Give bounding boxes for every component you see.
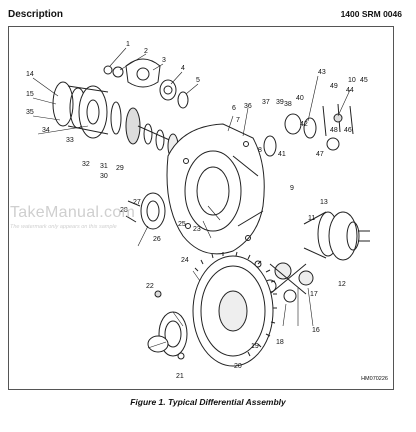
callout-36: 36	[244, 103, 252, 110]
callout-25: 25	[178, 221, 186, 228]
callout-30: 30	[100, 173, 108, 180]
section-title: Description	[8, 9, 64, 20]
drawing-code: HM070226	[361, 376, 388, 382]
differential-assembly-drawing: 1 2 3 4 5 6 7 8 9 10 11 12 13 14 15 16 1…	[26, 41, 370, 380]
callout-29: 29	[116, 165, 124, 172]
callout-14: 14	[26, 71, 34, 78]
callout-41: 41	[278, 151, 286, 158]
callout-1: 1	[126, 41, 130, 48]
callout-42: 42	[300, 121, 308, 128]
callout-39: 39	[276, 99, 284, 106]
bearing-retainer-parts	[103, 58, 189, 109]
callout-3: 3	[162, 57, 166, 64]
callout-12: 12	[338, 281, 346, 288]
callout-16: 16	[312, 327, 320, 334]
callout-26: 26	[153, 236, 161, 243]
callout-21: 21	[176, 373, 184, 380]
carrier-housing	[166, 123, 265, 255]
watermark-text: TakeManual.com	[10, 204, 136, 221]
callout-5: 5	[196, 77, 200, 84]
callout-18: 18	[276, 339, 284, 346]
callout-31: 31	[100, 163, 108, 170]
callout-10: 10	[348, 77, 356, 84]
callout-40: 40	[296, 95, 304, 102]
callout-49: 49	[330, 83, 338, 90]
watermark-note: The watermark only appears on this sampl…	[10, 224, 117, 230]
callout-27: 27	[133, 199, 141, 206]
callout-11: 11	[308, 215, 315, 222]
leader-lines	[32, 47, 351, 349]
callout-33: 33	[66, 137, 74, 144]
callout-32: 32	[82, 161, 90, 168]
callout-47: 47	[316, 151, 324, 158]
callout-37: 37	[262, 99, 270, 106]
callout-28: 28	[120, 207, 128, 214]
callout-22: 22	[146, 283, 154, 290]
callout-labels: 1 2 3 4 5 6 7 8 9 10 11 12 13 14 15 16 1…	[26, 41, 368, 380]
callout-2: 2	[144, 48, 148, 55]
callout-15: 15	[26, 91, 34, 98]
callout-17: 17	[310, 291, 318, 298]
callout-9: 9	[290, 185, 294, 192]
callout-34: 34	[42, 127, 50, 134]
callout-35: 35	[26, 109, 34, 116]
callout-46: 46	[344, 127, 352, 134]
differential-case-right	[303, 211, 370, 261]
adjuster-ring	[125, 192, 166, 230]
callout-48: 48	[330, 127, 338, 134]
callout-8: 8	[258, 147, 262, 154]
callout-20: 20	[234, 363, 242, 370]
callout-44: 44	[346, 87, 354, 94]
callout-7: 7	[236, 117, 240, 124]
ring-gear	[192, 251, 277, 367]
spider-gear-cluster	[254, 260, 314, 303]
callout-38: 38	[284, 101, 292, 108]
callout-6: 6	[232, 105, 236, 112]
figure-caption: Figure 1. Typical Differential Assembly	[130, 397, 286, 407]
upper-right-hardware	[263, 103, 354, 157]
callout-45: 45	[360, 77, 368, 84]
differential-case-left	[147, 290, 188, 360]
callout-4: 4	[181, 65, 185, 72]
callout-23: 23	[193, 226, 201, 233]
callout-19: 19	[251, 343, 259, 350]
callout-13: 13	[320, 199, 328, 206]
document-reference: 1400 SRM 0046	[340, 9, 402, 19]
callout-43: 43	[318, 69, 326, 76]
callout-24: 24	[181, 257, 189, 264]
